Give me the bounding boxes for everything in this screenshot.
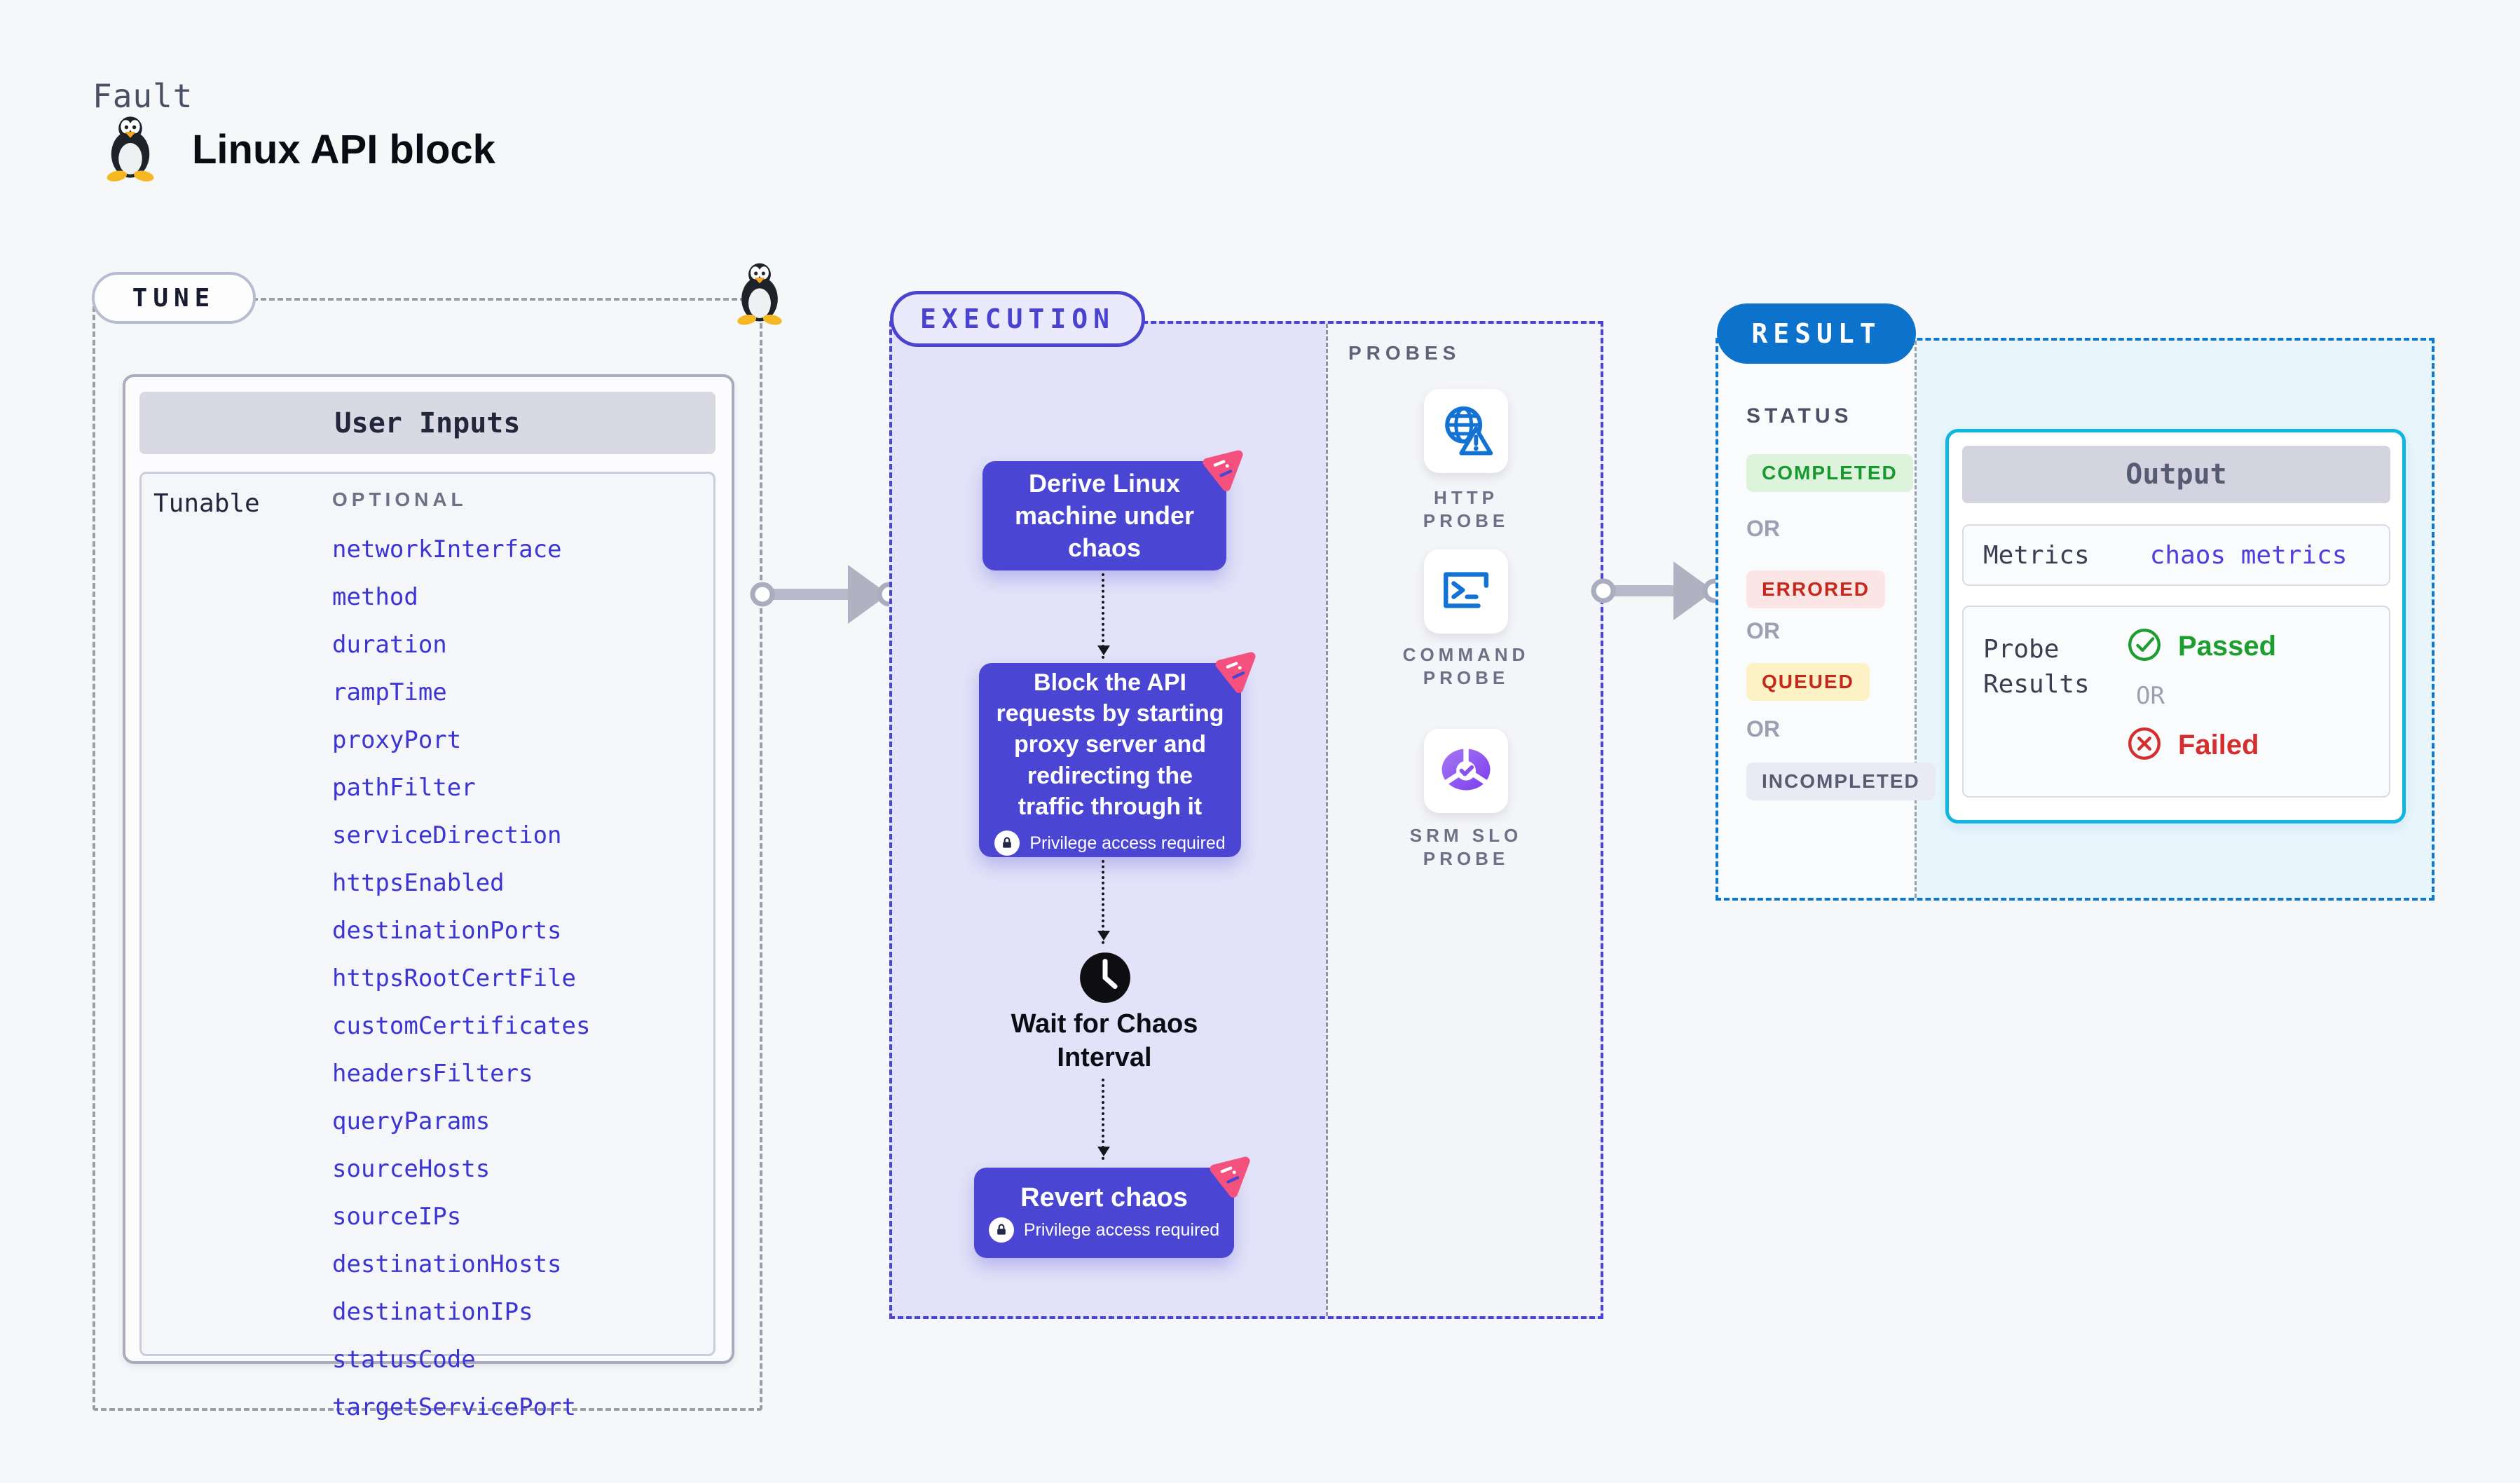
- param-link[interactable]: sourceHosts: [332, 1155, 491, 1183]
- param-link[interactable]: serviceDirection: [332, 821, 562, 849]
- chaos-flag-icon: [1201, 449, 1245, 492]
- param-link[interactable]: destinationPorts: [332, 917, 562, 945]
- user-inputs-table: [139, 472, 715, 1356]
- passed-check-icon: [2126, 627, 2163, 667]
- metrics-row: Metrics chaos metrics: [1962, 524, 2390, 586]
- param-link[interactable]: headersFilters: [332, 1060, 533, 1088]
- command-probe-card[interactable]: [1424, 549, 1508, 634]
- status-label: STATUS: [1746, 404, 1853, 428]
- param-link[interactable]: targetServicePort: [332, 1393, 576, 1421]
- linux-penguin-icon: [733, 261, 786, 327]
- status-badge-completed: COMPLETED: [1746, 454, 1913, 492]
- result-pill: RESULT: [1717, 303, 1916, 364]
- execution-pill: EXECUTION: [890, 291, 1145, 347]
- probe-results-row: Probe Results Passed OR Failed: [1962, 606, 2390, 798]
- command-probe-label: COMMAND PROBE: [1402, 644, 1530, 688]
- status-badge-errored: ERRORED: [1746, 570, 1886, 608]
- param-link[interactable]: duration: [332, 631, 447, 659]
- flow-connector: [1097, 1079, 1110, 1160]
- param-link[interactable]: method: [332, 583, 418, 611]
- fault-kicker: Fault: [93, 77, 193, 115]
- tunable-label: Tunable: [153, 489, 260, 518]
- probes-panel-label: PROBES: [1348, 342, 1461, 364]
- probes-panel: [1326, 324, 1601, 1316]
- privilege-badge: Privilege access required: [988, 1217, 1220, 1243]
- flow-connector: [1097, 860, 1110, 944]
- privilege-label: Privilege access required: [1029, 833, 1226, 853]
- param-link[interactable]: sourceIPs: [332, 1203, 462, 1231]
- or-separator: OR: [1746, 716, 1780, 742]
- param-link[interactable]: httpsEnabled: [332, 869, 505, 897]
- result-status-column: [1718, 341, 1917, 898]
- node-revert-chaos-label: Revert chaos: [1020, 1183, 1188, 1212]
- probe-results-label: Probe Results: [1983, 635, 2090, 699]
- chaos-flag-icon: [1208, 1155, 1252, 1198]
- tune-to-execution-arrow: [744, 559, 912, 629]
- user-inputs-header: User Inputs: [139, 392, 715, 454]
- chaos-flag-icon: [1214, 650, 1257, 694]
- param-link[interactable]: rampTime: [332, 678, 447, 706]
- failed-label: Failed: [2178, 730, 2259, 760]
- param-link[interactable]: queryParams: [332, 1107, 491, 1135]
- param-link[interactable]: proxyPort: [332, 726, 462, 754]
- param-link[interactable]: networkInterface: [332, 535, 562, 563]
- param-link[interactable]: destinationIPs: [332, 1298, 533, 1326]
- status-badge-queued: QUEUED: [1746, 663, 1870, 701]
- node-derive-machine-label: Derive Linux machine under chaos: [1014, 468, 1195, 563]
- node-derive-machine[interactable]: Derive Linux machine under chaos: [982, 461, 1226, 570]
- param-link[interactable]: pathFilter: [332, 774, 476, 802]
- privilege-badge: Privilege access required: [994, 830, 1226, 856]
- http-probe-card[interactable]: [1424, 389, 1508, 473]
- http-probe-label: HTTP PROBE: [1423, 487, 1509, 531]
- clock-icon: [1078, 950, 1132, 1005]
- srm-slo-probe-icon: [1437, 741, 1495, 802]
- output-header: Output: [1962, 446, 2390, 503]
- tune-section-box: [93, 298, 762, 1411]
- wait-chaos-interval-label: Wait for Chaos Interval: [1011, 1009, 1198, 1072]
- lock-icon: [994, 830, 1020, 856]
- failed-cross-icon: [2126, 725, 2163, 765]
- node-block-api[interactable]: Block the API requests by starting proxy…: [979, 663, 1241, 857]
- privilege-label: Privilege access required: [1023, 1219, 1220, 1240]
- param-link[interactable]: statusCode: [332, 1346, 476, 1374]
- or-separator: OR: [2136, 682, 2165, 710]
- lock-icon: [988, 1217, 1014, 1243]
- passed-label: Passed: [2178, 631, 2277, 662]
- status-badge-incompleted: INCOMPLETED: [1746, 763, 1936, 800]
- srm-slo-probe-label: SRM SLO PROBE: [1409, 825, 1523, 869]
- metrics-value-link[interactable]: chaos metrics: [2149, 540, 2348, 570]
- tune-pill: TUNE: [92, 272, 256, 324]
- tunable-param-list: networkInterface method duration rampTim…: [332, 535, 590, 1421]
- node-block-api-label: Block the API requests by starting proxy…: [996, 669, 1224, 820]
- command-probe-icon: [1438, 562, 1494, 622]
- metrics-label: Metrics: [1983, 540, 2090, 570]
- optional-label: OPTIONAL: [332, 488, 467, 510]
- node-revert-chaos[interactable]: Revert chaos Privilege access required: [974, 1168, 1234, 1258]
- page-title: Linux API block: [192, 127, 495, 172]
- param-link[interactable]: customCertificates: [332, 1012, 591, 1040]
- srm-slo-probe-card[interactable]: [1424, 729, 1508, 813]
- or-separator: OR: [1746, 618, 1780, 643]
- linux-penguin-icon: [102, 115, 158, 182]
- flow-connector: [1097, 573, 1110, 659]
- or-separator: OR: [1746, 516, 1780, 541]
- http-probe-icon: [1437, 400, 1495, 463]
- param-link[interactable]: destinationHosts: [332, 1250, 562, 1278]
- execution-to-result-arrow: [1585, 556, 1753, 626]
- param-link[interactable]: httpsRootCertFile: [332, 964, 576, 992]
